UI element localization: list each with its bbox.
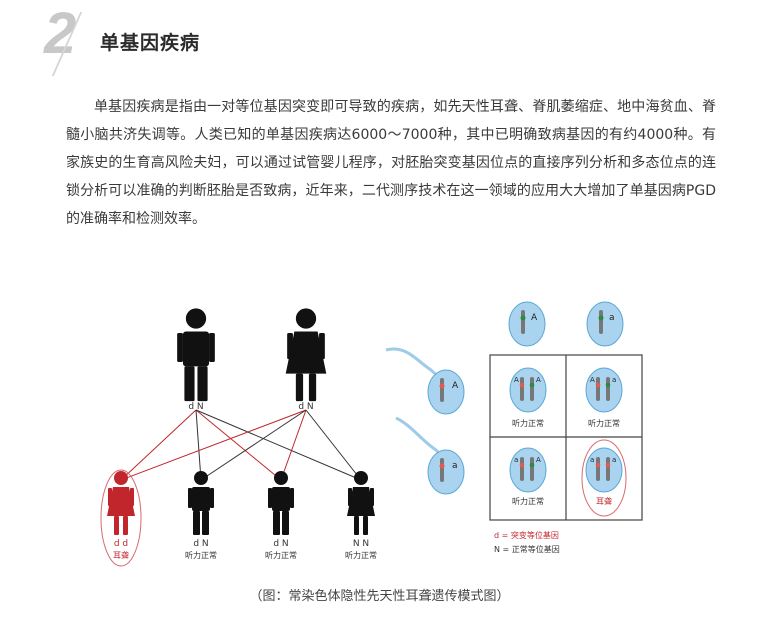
svg-text:A: A xyxy=(590,376,595,384)
svg-text:a: a xyxy=(612,376,616,384)
line-f-c4 xyxy=(195,409,362,481)
svg-text:a: a xyxy=(612,456,616,464)
line-m-c3 xyxy=(280,409,307,481)
child-1-label: 耳聋 xyxy=(113,550,129,560)
svg-text:听力正常: 听力正常 xyxy=(512,418,544,428)
svg-text:a: a xyxy=(514,456,518,464)
svg-text:A: A xyxy=(514,376,519,384)
svg-text:听力正常: 听力正常 xyxy=(512,496,544,506)
svg-text:a: a xyxy=(452,461,458,471)
child-3 xyxy=(268,471,294,535)
child-2-genotype: d N xyxy=(193,539,208,549)
child-1-genotype: d d xyxy=(114,539,128,549)
punnett-cell-3: a A 听力正常 xyxy=(509,447,547,506)
child-2 xyxy=(188,471,214,535)
svg-text:听力正常: 听力正常 xyxy=(588,418,620,428)
legend-mutant: d = 突变等位基因 xyxy=(494,530,559,540)
section-title: 单基因疾病 xyxy=(100,32,201,54)
parent-father-genotype: d N xyxy=(188,402,203,412)
child-4-label: 听力正常 xyxy=(345,550,377,560)
figure-caption: （图：常染色体隐性先天性耳聋遗传模式图） xyxy=(249,589,510,604)
egg-cell-2: a xyxy=(586,301,624,347)
legend-normal: N = 正常等位基因 xyxy=(494,544,560,554)
svg-text:耳聋: 耳聋 xyxy=(596,496,612,506)
svg-text:a: a xyxy=(609,313,615,323)
child-1 xyxy=(107,471,135,535)
inheritance-diagram: d N d N d d 耳聋 d N 听力正常 d N 听力正常 xyxy=(100,301,643,567)
section-header: 2 单基因疾病 xyxy=(44,2,724,76)
line-f-c3 xyxy=(195,409,282,481)
child-4-genotype: N N xyxy=(353,539,369,549)
parent-mother-genotype: d N xyxy=(298,402,313,412)
child-2-label: 听力正常 xyxy=(185,550,217,560)
sperm-cell-2: a xyxy=(427,449,465,495)
line-f-c2 xyxy=(195,409,202,481)
svg-text:A: A xyxy=(452,381,459,391)
line-m-c2 xyxy=(200,409,307,481)
line-f-c1 xyxy=(120,409,197,481)
parent-father xyxy=(177,308,215,402)
svg-text:A: A xyxy=(531,313,538,323)
body-paragraph: 单基因疾病是指由一对等位基因突变即可导致的疾病，如先天性耳聋、脊肌萎缩症、地中海… xyxy=(66,99,716,227)
inheritance-figure: d N d N d d 耳聋 d N 听力正常 d N 听力正常 xyxy=(96,300,656,582)
punnett-cell-1: A A 听力正常 xyxy=(509,367,547,428)
affected-child-highlight xyxy=(100,469,142,567)
line-m-c1 xyxy=(120,409,307,481)
parent-mother xyxy=(285,308,327,402)
punnett-cell-4: a a 耳聋 xyxy=(581,439,627,517)
child-3-label: 听力正常 xyxy=(265,550,297,560)
child-3-genotype: d N xyxy=(273,539,288,549)
child-4 xyxy=(347,471,375,535)
svg-text:a: a xyxy=(590,456,594,464)
egg-cell-1: A xyxy=(508,301,546,347)
sperm-cell-1: A xyxy=(427,369,465,415)
svg-text:A: A xyxy=(536,456,541,464)
punnett-cell-2: A a 听力正常 xyxy=(585,367,623,428)
inheritance-lines xyxy=(120,409,362,481)
line-m-c4 xyxy=(305,409,362,481)
svg-text:A: A xyxy=(536,376,541,384)
punnett-square: A A 听力正常 A a 听力正常 xyxy=(489,354,643,521)
